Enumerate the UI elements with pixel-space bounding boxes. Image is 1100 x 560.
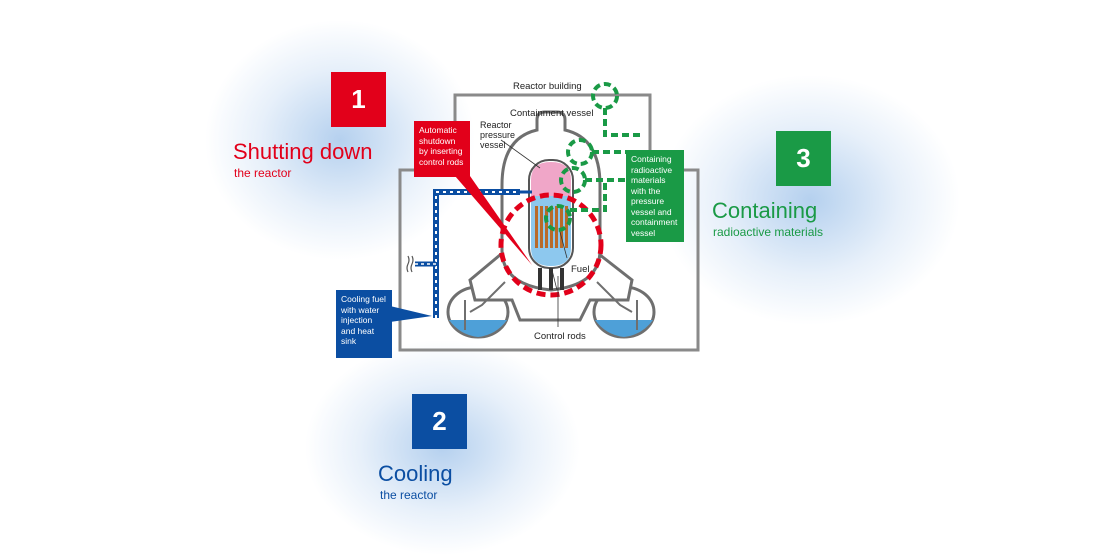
callout-shutdown: Automatic shutdown by inserting control … xyxy=(414,121,470,177)
label-rpv-2: pressure xyxy=(480,130,515,140)
reactor-building-outline xyxy=(398,93,700,352)
label-containment-vessel: Containment vessel xyxy=(510,108,593,119)
label-fuel: Fuel xyxy=(571,264,589,275)
cooling-pointer xyxy=(390,306,432,322)
callout-containing: Containing radioactive materials with th… xyxy=(626,150,684,242)
label-control-rods: Control rods xyxy=(534,331,586,342)
shutdown-ring xyxy=(498,192,604,298)
step-3-subtitle: radioactive materials xyxy=(713,225,824,239)
label-reactor-building: Reactor building xyxy=(513,81,582,92)
step-3-badge: 3 xyxy=(776,131,831,186)
step-1-subtitle: the reactor xyxy=(234,166,292,180)
label-rpv-1: Reactor xyxy=(480,120,512,130)
shutdown-pointer xyxy=(455,176,532,265)
label-rpv-3: vessel xyxy=(480,140,506,150)
step-1-title: Shutting down xyxy=(233,139,373,164)
control-rods xyxy=(538,268,564,290)
cooling-pipe xyxy=(415,189,532,318)
step-1-badge: 1 xyxy=(331,72,386,127)
step-3-title: Containing xyxy=(712,198,818,223)
callout-cooling: Cooling fuel with water injection and he… xyxy=(336,290,392,358)
heat-wave-icon xyxy=(406,255,414,273)
step-2-badge: 2 xyxy=(412,394,467,449)
step-2-subtitle: the reactor xyxy=(380,488,438,502)
step-2-title: Cooling xyxy=(378,461,453,486)
